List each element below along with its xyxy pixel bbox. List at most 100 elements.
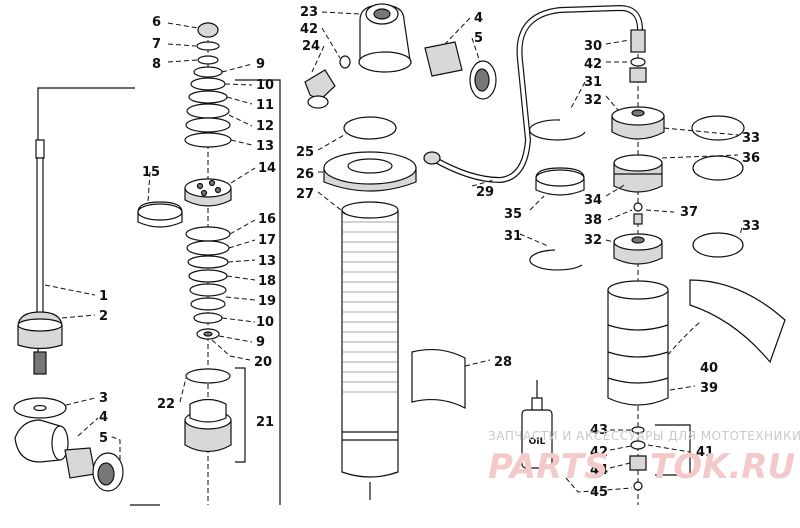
shim-12b xyxy=(185,117,231,133)
callout: 41 xyxy=(696,445,714,460)
leader-13b xyxy=(227,259,256,263)
leader-36 xyxy=(661,154,739,159)
o-ring-42b xyxy=(630,57,646,67)
leader-28 xyxy=(464,359,491,367)
callout: 37 xyxy=(680,205,698,220)
reservoir-hose xyxy=(430,4,643,184)
leader-10a xyxy=(224,83,253,86)
callout: 10 xyxy=(256,78,274,93)
callout: 1 xyxy=(99,289,108,304)
leader-15 xyxy=(147,171,151,203)
leader-25 xyxy=(317,133,347,151)
callout: 36 xyxy=(742,151,760,166)
eye-opening xyxy=(51,425,69,461)
leader-12 xyxy=(228,114,253,127)
callout: 9 xyxy=(256,57,265,72)
leader-30 xyxy=(605,39,631,45)
leader-40 xyxy=(667,321,701,356)
leader-20 xyxy=(211,339,251,361)
leader-23 xyxy=(321,11,361,15)
shim-10b xyxy=(193,312,223,324)
callout: 5 xyxy=(474,31,483,46)
watermark-logo-left: PARTS xyxy=(488,447,608,487)
callout: 10 xyxy=(256,315,274,330)
callout: 6 xyxy=(152,15,161,30)
callout: 42 xyxy=(300,22,318,37)
leader-27 xyxy=(317,191,347,215)
o-ring-33b xyxy=(692,232,744,258)
callout: 8 xyxy=(152,57,161,72)
leader-5b xyxy=(471,37,481,63)
rod-end xyxy=(33,351,47,375)
callout: 21 xyxy=(256,415,274,430)
callout: 17 xyxy=(258,233,276,248)
watermark: ЗАПЧАСТИ И АКСЕССУАРЫ ДЛЯ МОТОТЕХНИКИ PA… xyxy=(488,429,800,487)
shaft-assembly xyxy=(13,87,160,506)
shim-19b xyxy=(190,297,226,311)
callout: 43 xyxy=(590,423,608,438)
o-ring-25 xyxy=(343,116,397,140)
callout: 32 xyxy=(584,93,602,108)
washer-7 xyxy=(196,41,220,51)
leader-41 xyxy=(647,444,691,453)
shim-13b xyxy=(187,255,229,269)
callout: 5 xyxy=(99,431,108,446)
washer-43 xyxy=(631,426,645,434)
leader-42a xyxy=(321,27,341,59)
leader-4a xyxy=(77,417,99,437)
seal-core xyxy=(97,462,115,486)
shim-hole xyxy=(203,331,213,337)
leader-14 xyxy=(230,167,256,184)
leader-22 xyxy=(179,377,187,403)
o-ring-33a xyxy=(691,115,745,141)
callout: 20 xyxy=(254,355,272,370)
reservoir-body xyxy=(607,289,669,406)
o-ring-42c xyxy=(630,440,646,450)
seal-head-collar xyxy=(189,398,227,423)
valve-body-44 xyxy=(629,455,647,471)
floating-piston-top xyxy=(613,154,663,172)
reservoir-hose-core xyxy=(431,6,642,182)
leader-33b xyxy=(739,227,743,235)
leader-6 xyxy=(167,22,199,29)
leader-38 xyxy=(607,209,633,221)
body-tube-top xyxy=(341,201,399,219)
shim-9a xyxy=(193,66,223,78)
piston-port xyxy=(200,189,208,197)
bushing-b xyxy=(424,41,463,77)
leader-13a xyxy=(230,139,253,146)
callout: 23 xyxy=(300,5,318,20)
leader-42c xyxy=(609,445,632,451)
piston-band-top xyxy=(535,169,585,187)
callout: 42 xyxy=(590,445,608,460)
shim-11 xyxy=(188,90,228,104)
shim-17 xyxy=(186,240,230,256)
leader-1 xyxy=(44,284,96,296)
callout: 9 xyxy=(256,335,265,350)
leader-19 xyxy=(225,296,256,301)
leader-33a xyxy=(663,127,739,136)
reservoir-band xyxy=(607,377,669,384)
bracket-41 xyxy=(655,424,691,476)
leader-17 xyxy=(228,239,256,249)
o-ring xyxy=(185,368,231,384)
group-bracket-stack xyxy=(235,79,281,505)
valve-stack xyxy=(137,22,281,505)
o-ring-42a xyxy=(339,55,351,69)
leader-16 xyxy=(229,219,256,235)
callout: 18 xyxy=(258,274,276,289)
shim-18 xyxy=(188,269,228,283)
leader-9a xyxy=(221,63,253,73)
piston-port xyxy=(208,179,216,187)
decal-sleeve xyxy=(411,348,466,409)
callout: 42 xyxy=(584,57,602,72)
piston-port xyxy=(196,182,204,190)
shim-13a xyxy=(184,132,232,148)
callout: 35 xyxy=(504,207,522,222)
leader-34 xyxy=(605,183,627,197)
leader-29 xyxy=(471,179,495,187)
body-head-base xyxy=(358,51,412,73)
callout: 33 xyxy=(742,131,760,146)
callout: 13 xyxy=(258,254,276,269)
